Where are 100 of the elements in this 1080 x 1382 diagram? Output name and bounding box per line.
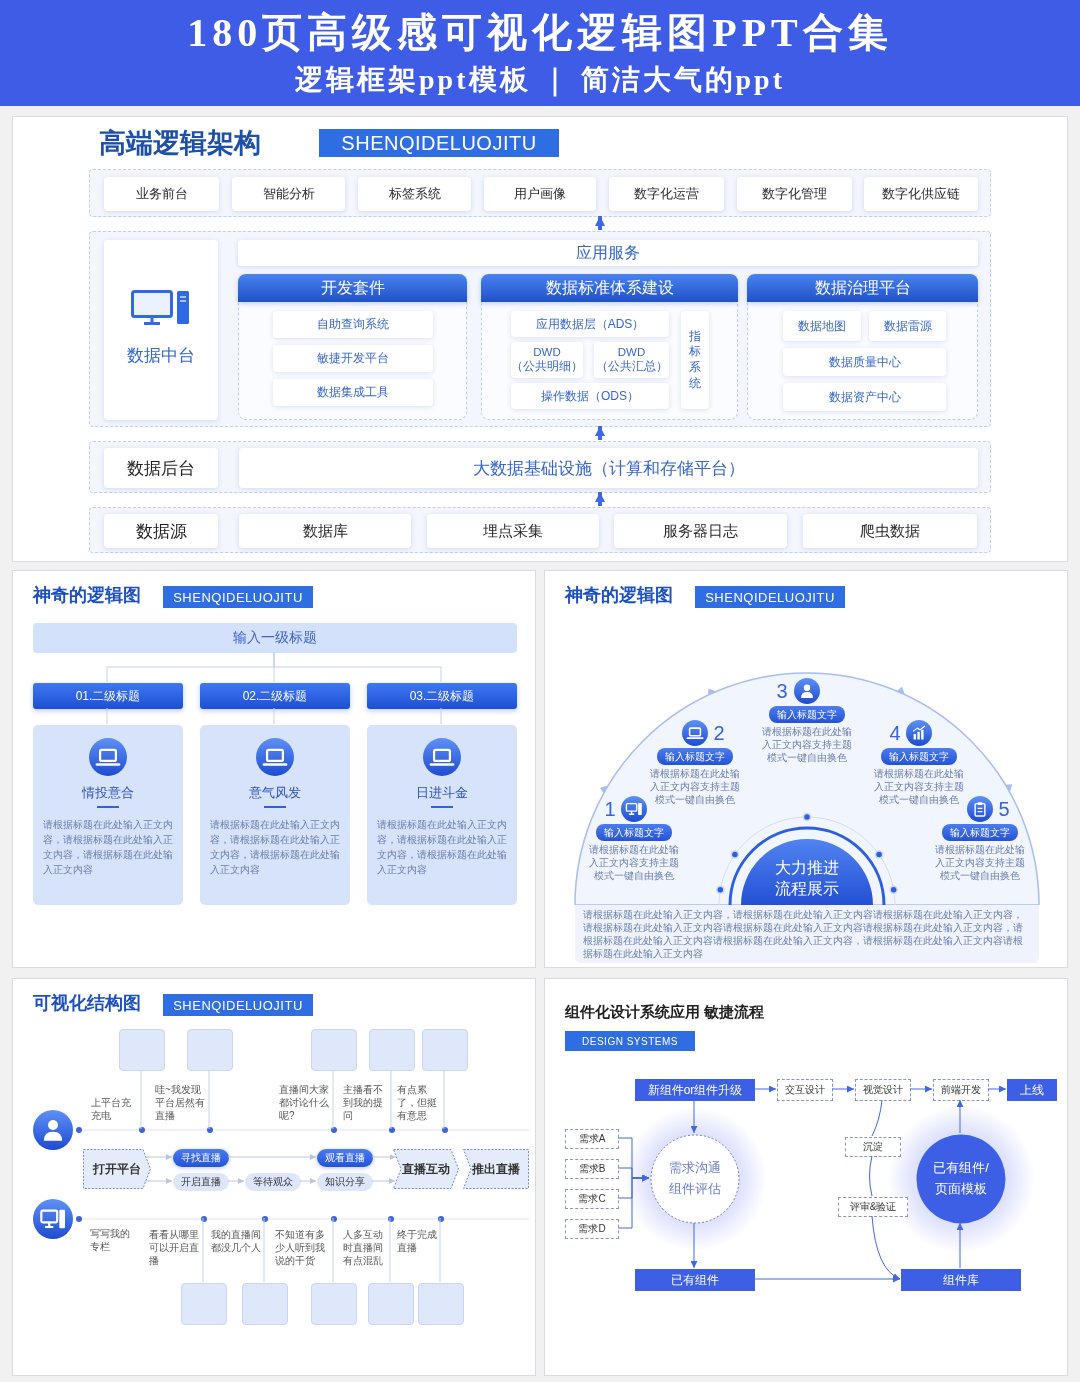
timeline-caption: 写写我的专栏: [90, 1227, 131, 1253]
slide-panel: [12, 570, 536, 968]
step-pill: 开启直播: [173, 1173, 229, 1191]
arrow: [909, 1085, 933, 1093]
arrow: [227, 1178, 245, 1184]
timeline-caption: 有点累了，但挺有意思: [397, 1083, 441, 1122]
module-box: 标签系统: [358, 177, 471, 211]
arrow: [753, 1085, 777, 1093]
arrow: [595, 216, 605, 230]
circle-node: 需求沟通组件评估: [650, 1134, 740, 1224]
arrow: [145, 1154, 173, 1160]
heading-bar: 01.二级标题: [33, 683, 183, 709]
step-box: 交互设计: [777, 1079, 833, 1101]
layer-band: [89, 169, 991, 217]
info-card: [367, 725, 517, 905]
subtitle-tag: SHENQIDELUOJITU: [319, 129, 559, 157]
chevron-step: 直播互动: [393, 1149, 459, 1189]
title-pill: 输入标题文字: [657, 748, 733, 765]
module-box: 数据资产中心: [783, 383, 946, 411]
module-box: 数字化供应链: [864, 177, 978, 211]
connector-line: [871, 1099, 883, 1137]
layer-band: [89, 231, 991, 427]
heading-bar: 03.二级标题: [367, 683, 517, 709]
module-box: 服务器日志: [614, 514, 787, 548]
text-band: 请根据标题在此处输入正文内容，请根据标题在此处输入正文内容请根据标题在此处输入正文内容，请根据标题在此处输入正文内容请根据标题在此处输入正文内容请根据标题在此处输入正文内容，请根据标题在此处输入正文内容请根据标题在此处输入正文内容，请根据标题在此处输入正文内容请根据标题在此处输入正文内容: [575, 905, 1039, 963]
step-pill: 观看直播: [317, 1149, 373, 1167]
body-text: 请根据标题在此处输入正文内容，请根据标题在此处输入正文内容，请根据标题在此处输入正文内容: [43, 818, 173, 877]
body-text: 请根据标题在此处输入正文内容支持主题模式一键自由换色: [762, 725, 852, 764]
note-box: [422, 1029, 468, 1071]
note-box: [368, 1283, 414, 1325]
module-box: 数据源: [104, 514, 218, 548]
card-title: 日进斗金: [415, 785, 469, 801]
timeline-caption: 看看从哪里可以开启直播: [149, 1228, 201, 1267]
module-box: 数据后台: [104, 448, 218, 488]
timeline-caption: 直播间大家都讨论什么呢?: [279, 1083, 331, 1122]
slide-panel: [544, 978, 1068, 1376]
timeline-caption: 人多互动时直播间有点混乱: [343, 1228, 387, 1267]
page-title: 180页高级感可视化逻辑图PPT合集: [186, 9, 894, 57]
arrow: [690, 1222, 698, 1269]
card-title: 意气风发: [248, 785, 302, 801]
module-box: 业务前台: [104, 177, 219, 211]
slide-panel: [12, 978, 536, 1376]
module-box: 数据库: [239, 514, 411, 548]
module-panel: [481, 274, 738, 420]
info-card: [33, 725, 183, 905]
step-box: 前端开发: [933, 1079, 989, 1101]
layer-band: [89, 507, 991, 553]
slide-panel: [12, 116, 1068, 562]
arrow: [371, 1178, 396, 1184]
subtitle-tag: SHENQIDELUOJITU: [163, 586, 313, 608]
slide-title: 高端逻辑架构: [99, 127, 261, 160]
slide-title: 神奇的逻辑图: [565, 585, 673, 607]
slide-title: 组件化设计系统应用 敏捷流程: [565, 1003, 765, 1021]
module-box: 数据地图: [783, 311, 861, 341]
module-panel: [238, 274, 467, 420]
step-box: 需求B: [565, 1159, 619, 1179]
note-box: [418, 1283, 464, 1325]
panel-header: 数据治理平台: [747, 274, 978, 302]
subtitle-tag: SHENQIDELUOJITU: [695, 586, 845, 608]
module-box: DWD （公共明细）: [511, 342, 583, 378]
stage-box: 已有组件: [635, 1269, 755, 1291]
note-box: [311, 1283, 357, 1325]
module-box: 大数据基础设施（计算和存储平台）: [239, 448, 978, 488]
connector-line: [869, 1155, 873, 1197]
step-pill: 寻找直播: [173, 1149, 229, 1167]
module-panel: [747, 274, 978, 420]
arrow: [956, 1099, 964, 1134]
arrow: [956, 1222, 964, 1269]
module-box: 自助查询系统: [273, 311, 433, 338]
arrow: [227, 1154, 317, 1160]
note-box: [119, 1029, 165, 1071]
heading-bar: 输入一级标题: [33, 623, 517, 653]
body-text: 请根据标题在此处输入正文内容支持主题模式一键自由换色: [589, 843, 679, 882]
step-pill: 等待观众: [245, 1173, 301, 1191]
timeline-caption: 主播看不到我的提问: [343, 1083, 387, 1122]
module-box: 指标系统: [681, 311, 709, 409]
arrow: [299, 1178, 317, 1184]
heading-bar: 02.二级标题: [200, 683, 350, 709]
module-box: 数字化运营: [609, 177, 724, 211]
stage-box: 组件库: [901, 1269, 1021, 1291]
step-box: 评审&验证: [838, 1197, 908, 1217]
slide-panel: [544, 570, 1068, 968]
note-box: [187, 1029, 233, 1071]
arrow: [831, 1085, 855, 1093]
body-text: 请根据标题在此处输入正文内容支持主题模式一键自由换色: [935, 843, 1025, 882]
title-pill: 输入标题文字: [596, 824, 672, 841]
module-box: 数据集成工具: [273, 379, 433, 406]
step-box: 沉淀: [845, 1137, 901, 1157]
timeline-caption: 不知道有多少人听到我说的干货: [275, 1228, 329, 1267]
note-box: [369, 1029, 415, 1071]
slide-title: 神奇的逻辑图: [33, 585, 141, 607]
timeline-caption: 哇~我发现平台居然有直播: [155, 1083, 207, 1122]
module-box: 智能分析: [232, 177, 345, 211]
stage-box: 新组件or组件升级: [635, 1079, 755, 1101]
layer-band: [89, 441, 991, 493]
panel-header: 数据标准体系建设: [481, 274, 738, 302]
timeline-caption: 上平台充充电: [91, 1096, 137, 1122]
module-box: 数据质量中心: [783, 348, 946, 376]
module-box: 应用服务: [238, 240, 978, 266]
body-text: 请根据标题在此处输入正文内容支持主题模式一键自由换色: [650, 767, 740, 806]
